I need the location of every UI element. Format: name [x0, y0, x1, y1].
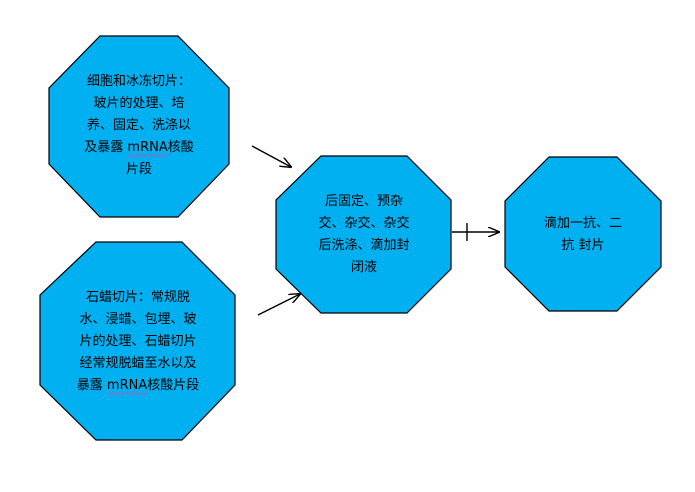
node-antibody: 滴加一抗、二 抗 封片 — [512, 200, 654, 270]
arrow-paraffin-to-hybrid — [257, 294, 300, 316]
node-line: 玻片的处理、培 — [93, 96, 185, 111]
node-paraffin-section: 石蜡切片：常规脱 水、浸蜡、包埋、玻 片的处理、石蜡切片 经常规脱蜡至水以及 暴… — [48, 250, 228, 434]
node-text: 暴露 — [76, 378, 103, 393]
node-line: 片段 — [125, 162, 152, 177]
node-line: 滴加一抗、二 — [543, 216, 622, 231]
arrow-fresh-to-hybrid — [251, 145, 291, 167]
node-text: 及暴露 — [84, 140, 124, 155]
node-text-mrna: mRNA — [127, 140, 168, 155]
node-line: 片的处理、石蜡切片 — [79, 334, 197, 349]
node-line: 抗 封片 — [561, 238, 605, 253]
node-text: 核酸片段 — [147, 378, 200, 393]
node-line: 后固定、预杂 — [324, 194, 403, 209]
node-line: 暴露 mRNA核酸片段 — [77, 375, 200, 397]
node-hybridization-shape — [275, 155, 452, 314]
node-line: 石蜡切片：常规脱 — [85, 290, 190, 305]
node-line: 及暴露 mRNA核酸 — [84, 137, 194, 159]
node-line: 后洗涤、滴加封 — [318, 238, 410, 253]
node-antibody-shape — [504, 156, 662, 312]
node-cell-frozen-section-shape — [48, 35, 230, 218]
node-line: 交、杂交、杂交 — [318, 216, 410, 231]
node-text-mrna: mRNA — [106, 378, 148, 393]
node-line: 细胞和冰冻切片： — [86, 74, 191, 89]
node-line: 水、浸蜡、包埋、玻 — [79, 312, 197, 327]
node-text: 核酸 — [167, 140, 194, 155]
node-paraffin-section-shape — [39, 241, 236, 441]
node-line: 闭液 — [350, 260, 377, 275]
node-line: 经常规脱蜡至水以及 — [79, 356, 197, 371]
node-hybridization: 后固定、预杂 交、杂交、杂交 后洗涤、滴加封 闭液 — [284, 162, 444, 308]
node-cell-frozen-section: 细胞和冰冻切片： 玻片的处理、培 养、固定、洗涤以 及暴露 mRNA核酸 片段 — [56, 40, 222, 212]
node-line: 养、固定、洗涤以 — [86, 118, 191, 133]
